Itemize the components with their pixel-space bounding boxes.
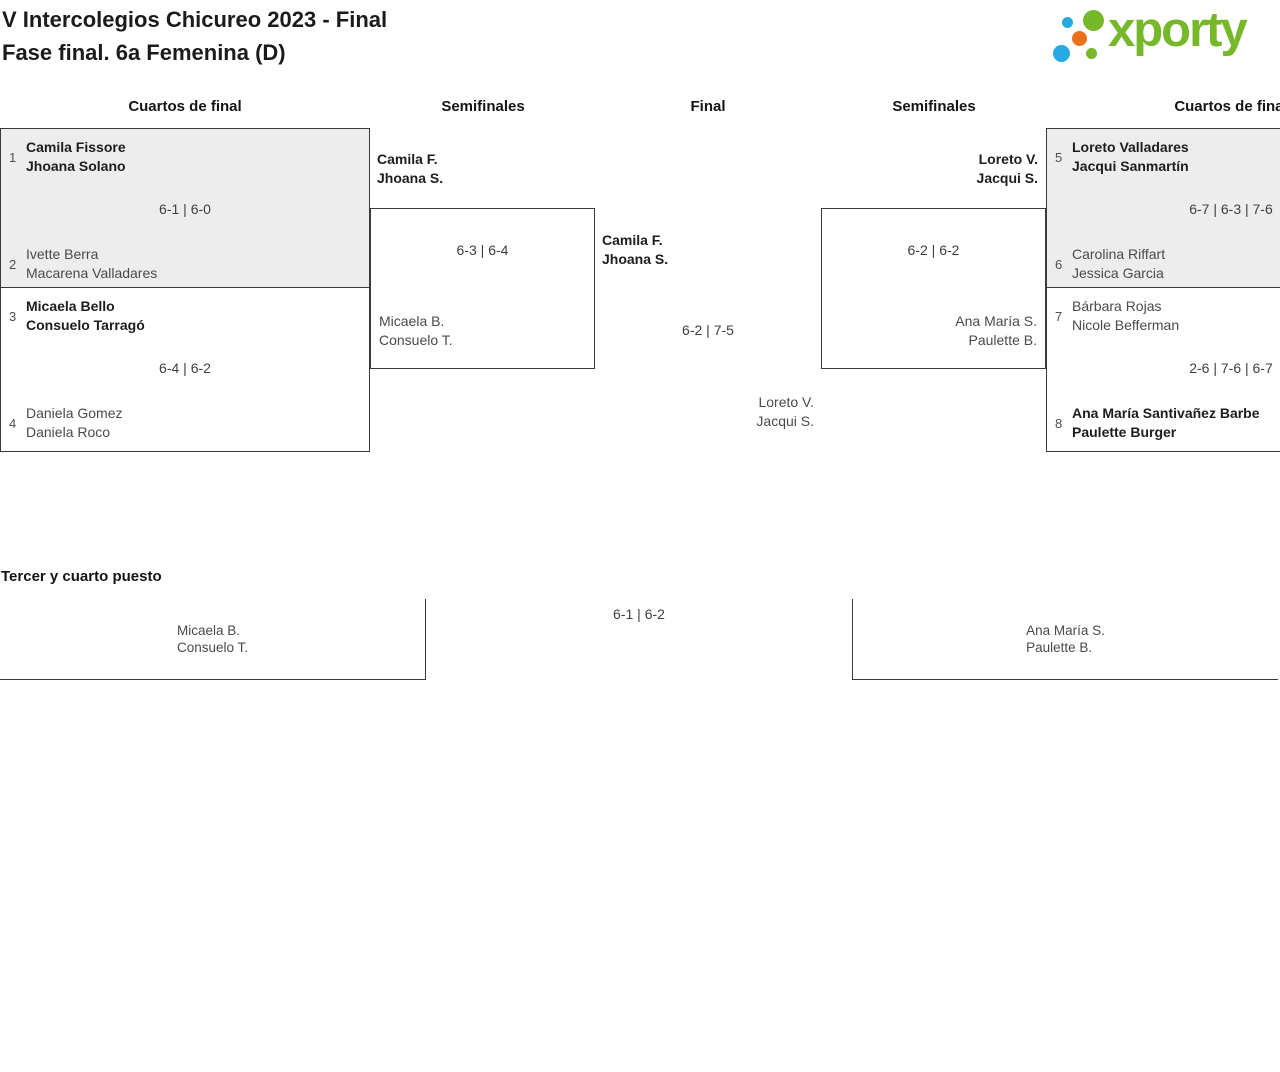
team-names: Carolina Riffart Jessica Garcia	[1072, 245, 1165, 283]
logo-dot-blue-large-icon	[1053, 45, 1070, 62]
player-name: Micaela B.	[379, 313, 445, 329]
logo-dot-green-large-icon	[1083, 10, 1104, 31]
match-score: 6-1 | 6-0	[159, 201, 211, 217]
player-name: Nicole Befferman	[1072, 317, 1180, 333]
team-row: 6 Carolina Riffart Jessica Garcia	[1055, 245, 1165, 283]
phase-subtitle: Fase final. 6a Femenina (D)	[2, 40, 286, 65]
team-row: 8 Ana María Santivañez Barbe Paulette Bu…	[1055, 404, 1260, 442]
final-winner: Camila F. Jhoana S.	[602, 231, 668, 269]
xporty-logo[interactable]: xporty	[1050, 0, 1280, 76]
player-name: Bárbara Rojas	[1072, 298, 1162, 314]
player-name: Consuelo T.	[379, 332, 453, 348]
team-row: 4 Daniela Gomez Daniela Roco	[9, 404, 123, 442]
team-seed: 7	[1055, 308, 1063, 324]
match-box-qf-right-bottom[interactable]: 7 Bárbara Rojas Nicole Befferman 2-6 | 7…	[1046, 287, 1280, 452]
team-row: 5 Loreto Valladares Jacqui Sanmartín	[1055, 138, 1189, 176]
team-seed: 4	[9, 415, 17, 431]
third-place-heading: Tercer y cuarto puesto	[1, 568, 162, 585]
match-box-semi-right[interactable]: 6-2 | 6-2 Ana María S. Paulette B.	[821, 208, 1046, 369]
third-place-score: 6-1 | 6-2	[613, 606, 665, 622]
third-place-box-right[interactable]: Ana María S. Paulette B.	[852, 599, 1278, 680]
player-name: Paulette B.	[1026, 640, 1093, 655]
team-seed: 3	[9, 308, 17, 324]
player-name: Jhoana S.	[602, 251, 669, 267]
match-score: 6-3 | 6-4	[456, 242, 509, 258]
player-name: Ana María S.	[955, 313, 1037, 329]
player-name: Jhoana S.	[377, 170, 444, 186]
player-name: Loreto V.	[978, 151, 1038, 167]
player-name: Macarena Valladares	[26, 265, 158, 281]
match-box-qf-right-top[interactable]: 5 Loreto Valladares Jacqui Sanmartín 6-7…	[1046, 128, 1280, 288]
round-header-semis-right: Semifinales	[892, 98, 976, 115]
player-name: Micaela B.	[176, 623, 240, 638]
player-name: Carolina Riffart	[1072, 246, 1166, 262]
match-score: 2-6 | 7-6 | 6-7	[1189, 360, 1273, 376]
team-names: Camila Fissore Jhoana Solano	[26, 138, 126, 176]
semi-right-winner: Loreto V. Jacqui S.	[821, 150, 1038, 188]
final-loser: Loreto V. Jacqui S.	[595, 393, 814, 431]
team-names: Bárbara Rojas Nicole Befferman	[1072, 297, 1179, 335]
player-name: Daniela Roco	[26, 424, 111, 440]
team-names: Daniela Gomez Daniela Roco	[26, 404, 123, 442]
player-name: Loreto Valladares	[1072, 139, 1189, 155]
tournament-title: V Intercolegios Chicureo 2023 - Final	[2, 7, 388, 32]
player-name: Consuelo T.	[176, 640, 249, 655]
player-name: Ivette Berra	[26, 246, 99, 262]
player-name: Loreto V.	[758, 394, 814, 410]
semi-left-winner: Camila F. Jhoana S.	[377, 150, 443, 188]
player-name: Jhoana Solano	[26, 158, 126, 174]
team-seed: 6	[1055, 256, 1063, 272]
player-name: Jacqui S.	[756, 413, 814, 429]
team-seed: 2	[9, 256, 17, 272]
logo-wordmark: xporty	[1108, 3, 1248, 57]
player-name: Daniela Gomez	[26, 405, 123, 421]
player-name: Paulette Burger	[1072, 424, 1177, 440]
player-name: Camila F.	[377, 151, 438, 167]
semi-right-loser: Ana María S. Paulette B.	[955, 312, 1037, 350]
player-name: Consuelo Tarragó	[26, 317, 145, 333]
final-score: 6-2 | 7-5	[682, 322, 734, 338]
match-box-qf-left-top[interactable]: 1 Camila Fissore Jhoana Solano 6-1 | 6-0…	[0, 128, 370, 288]
match-score: 6-4 | 6-2	[159, 360, 211, 376]
player-name: Micaela Bello	[26, 298, 115, 314]
third-place-right-team: Ana María S. Paulette B.	[1026, 622, 1105, 679]
team-seed: 5	[1055, 149, 1063, 165]
team-seed: 1	[9, 149, 17, 165]
logo-dot-green-small-icon	[1086, 48, 1097, 59]
match-box-semi-left[interactable]: 6-3 | 6-4 Micaela B. Consuelo T.	[370, 208, 595, 369]
match-score: 6-7 | 6-3 | 7-6	[1189, 201, 1273, 217]
team-row: 7 Bárbara Rojas Nicole Befferman	[1055, 297, 1179, 335]
player-name: Jacqui S.	[976, 170, 1038, 186]
third-place-box-left[interactable]: Micaela B. Consuelo T.	[0, 599, 426, 680]
player-name: Camila F.	[602, 232, 663, 248]
team-names: Micaela Bello Consuelo Tarragó	[26, 297, 145, 335]
player-name: Jacqui Sanmartín	[1072, 158, 1189, 174]
match-score: 6-2 | 6-2	[907, 242, 960, 258]
logo-dot-blue-small-icon	[1062, 17, 1073, 28]
player-name: Jessica Garcia	[1072, 265, 1164, 281]
round-header-quarters-left: Cuartos de final	[128, 98, 242, 115]
player-name: Ana María Santivañez Barbe	[1072, 405, 1260, 421]
round-header-semis-left: Semifinales	[441, 98, 525, 115]
team-names: Ana María Santivañez Barbe Paulette Burg…	[1072, 404, 1260, 442]
match-box-qf-left-bottom[interactable]: 3 Micaela Bello Consuelo Tarragó 6-4 | 6…	[0, 287, 370, 452]
team-seed: 8	[1055, 415, 1063, 431]
semi-left-loser: Micaela B. Consuelo T.	[379, 312, 453, 350]
team-names: Ivette Berra Macarena Valladares	[26, 245, 157, 283]
round-header-quarters-right: Cuartos de final	[1174, 98, 1280, 115]
round-header-final: Final	[690, 98, 726, 115]
third-place-left-team: Micaela B. Consuelo T.	[177, 622, 248, 679]
player-name: Camila Fissore	[26, 139, 126, 155]
team-row: 3 Micaela Bello Consuelo Tarragó	[9, 297, 145, 335]
team-names: Loreto Valladares Jacqui Sanmartín	[1072, 138, 1189, 176]
logo-dot-orange-icon	[1072, 31, 1087, 46]
team-row: 2 Ivette Berra Macarena Valladares	[9, 245, 157, 283]
player-name: Paulette B.	[968, 332, 1038, 348]
page-title: V Intercolegios Chicureo 2023 - Final Fa…	[2, 3, 387, 69]
player-name: Ana María S.	[1026, 623, 1105, 638]
team-row: 1 Camila Fissore Jhoana Solano	[9, 138, 126, 176]
